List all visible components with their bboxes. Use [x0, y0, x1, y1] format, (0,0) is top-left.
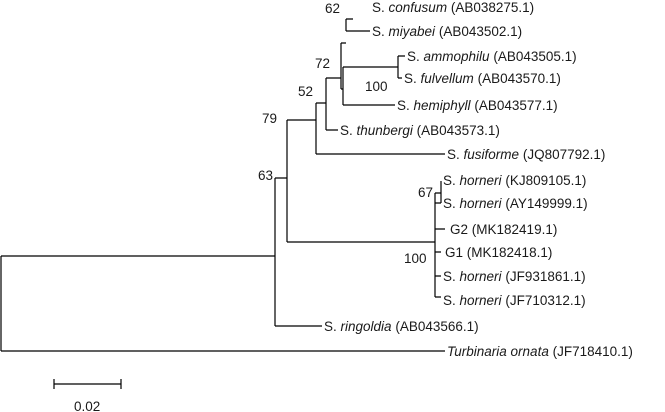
bootstrap-value: 100 [404, 251, 427, 266]
taxon-label-11: G1 (MK182418.1) [445, 245, 552, 260]
taxon-label-7: S. fusiforme (JQ807792.1) [447, 147, 605, 162]
branch-node-52 [315, 102, 445, 155]
branch-root [0, 255, 445, 352]
branch-horneri-clade [434, 192, 445, 298]
taxon-label-9: S. horneri (AY149999.1) [443, 196, 588, 211]
taxon-label-14: S. ringoldia (AB043566.1) [324, 319, 479, 334]
branch-node-79 [286, 119, 435, 243]
taxon-label-2: S. miyabei (AB043502.1) [372, 24, 522, 39]
taxon-label-6: S. thunbergi (AB043573.1) [340, 123, 500, 138]
branch-node-100-a [397, 55, 405, 79]
bootstrap-values: 62 72 100 52 79 63 67 100 [258, 1, 433, 266]
bootstrap-value: 62 [325, 1, 340, 16]
branch-node-inner [340, 42, 398, 106]
branch-node-62 [345, 18, 370, 32]
bootstrap-value: 67 [418, 185, 433, 200]
bootstrap-value: 100 [365, 79, 388, 94]
tree-branches [0, 18, 445, 352]
taxon-labels: S. confusum (AB038275.1) S. miyabei (AB0… [324, 0, 633, 359]
taxon-label-10: G2 (MK182419.1) [450, 222, 557, 237]
taxon-label-1: S. confusum (AB038275.1) [372, 0, 534, 15]
taxon-label-5: S. hemiphyll (AB043577.1) [397, 98, 558, 113]
taxon-label-12: S. horneri (JF931861.1) [443, 269, 586, 284]
taxon-label-3: S. ammophilu (AB043505.1) [407, 49, 577, 64]
bootstrap-value: 79 [262, 111, 277, 126]
taxon-label-13: S. horneri (JF710312.1) [443, 293, 586, 308]
branch-node-72 [325, 77, 341, 131]
scale-bar: 0.02 [53, 379, 122, 412]
bootstrap-value: 72 [315, 56, 330, 71]
branch-node-63 [274, 177, 322, 327]
taxon-label-4: S. fulvellum (AB043570.1) [404, 71, 561, 86]
bootstrap-value: 63 [258, 168, 273, 183]
bootstrap-value: 52 [298, 84, 313, 99]
taxon-label-8: S. horneri (KJ809105.1) [443, 173, 586, 188]
scale-bar-label: 0.02 [74, 399, 100, 412]
scale-bar-line [53, 379, 122, 389]
taxon-label-15: Turbinaria ornata (JF718410.1) [447, 344, 633, 359]
